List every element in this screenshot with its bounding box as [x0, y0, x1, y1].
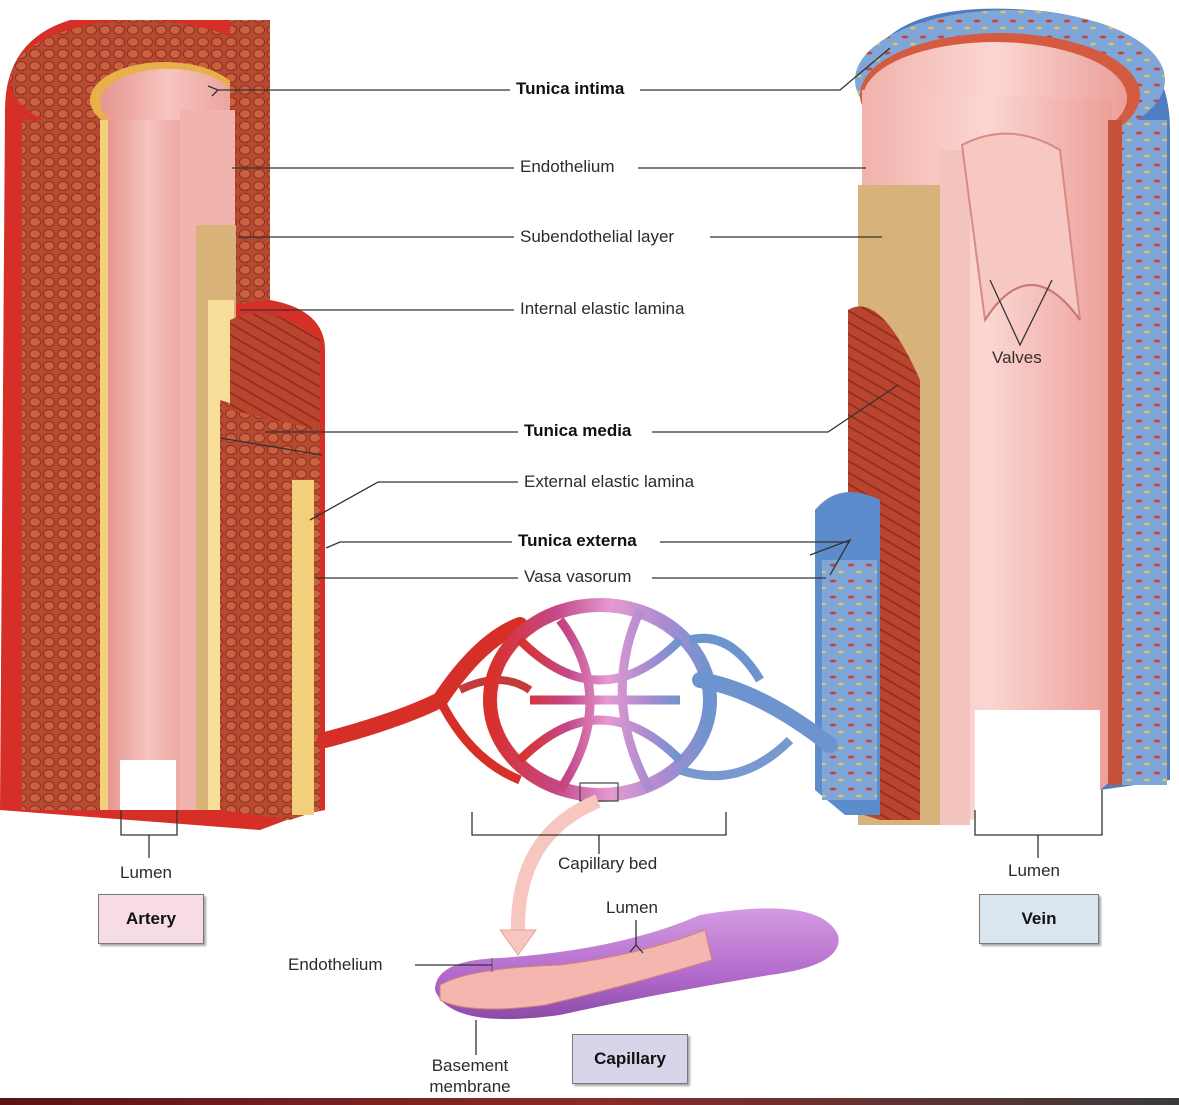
vein-box: Vein	[979, 894, 1099, 944]
label-basement-membrane: Basement membrane	[424, 1055, 516, 1097]
label-lumen-artery: Lumen	[114, 863, 178, 883]
label-lumen-vein: Lumen	[1002, 861, 1066, 881]
vein-illustration	[815, 8, 1170, 831]
label-valves: Valves	[992, 348, 1042, 367]
label-vasa-vasorum: Vasa vasorum	[518, 567, 638, 587]
bottom-strip	[0, 1098, 1179, 1105]
artery-illustration	[0, 20, 325, 830]
label-external-elastic-lamina: External elastic lamina	[518, 472, 701, 492]
label-internal-elastic-lamina: Internal elastic lamina	[514, 299, 691, 319]
capillary-box: Capillary	[572, 1034, 688, 1084]
label-tunica-externa: Tunica externa	[512, 531, 643, 551]
label-capillary-bed: Capillary bed	[552, 854, 664, 874]
label-lumen-capillary: Lumen	[606, 898, 658, 917]
label-endothelium: Endothelium	[514, 157, 621, 177]
artery-box: Artery	[98, 894, 204, 944]
label-endothelium-capillary: Endothelium	[282, 955, 389, 975]
label-tunica-intima: Tunica intima	[510, 79, 631, 99]
capillary-tube-illustration	[435, 908, 839, 1020]
leader-lines	[120, 47, 1103, 1055]
capillary-bed-illustration	[317, 598, 838, 956]
label-subendothelial-layer: Subendothelial layer	[514, 227, 681, 247]
label-tunica-media: Tunica media	[518, 421, 638, 441]
